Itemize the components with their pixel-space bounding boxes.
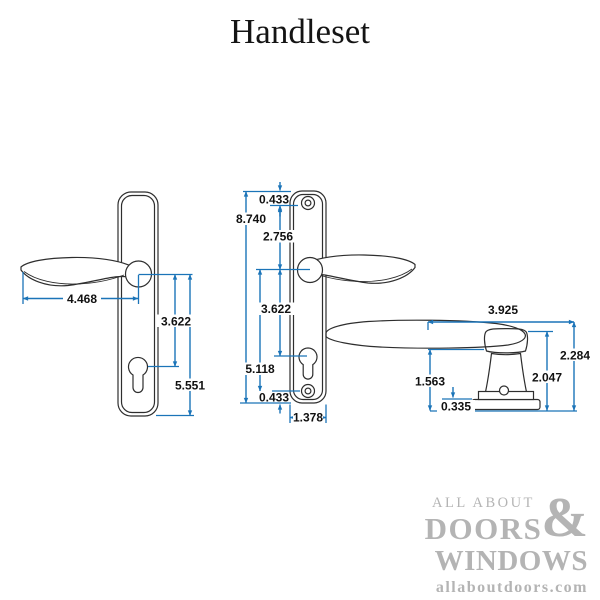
page-title: Handleset bbox=[230, 12, 370, 51]
front-view-top-screw bbox=[300, 195, 316, 211]
dim-side-overall-height: 2.284 bbox=[560, 349, 590, 363]
dim-front-top-to-screw: 0.433 bbox=[259, 193, 289, 207]
dim-left-lever-length: 4.468 bbox=[67, 292, 97, 306]
logo-windows: WINDOWS bbox=[434, 544, 588, 577]
logo-ampersand: & bbox=[541, 487, 588, 549]
side-view-base-lip bbox=[471, 398, 541, 411]
dim-front-screw-to-bottom: 0.433 bbox=[259, 391, 289, 405]
left-view-keyhole bbox=[127, 356, 149, 394]
dim-side-handle-length: 3.925 bbox=[488, 303, 518, 317]
front-view-lever bbox=[296, 254, 416, 284]
dim-side-pedestal-height: 2.047 bbox=[532, 371, 562, 385]
dim-front-total-height: 8.740 bbox=[236, 212, 266, 226]
front-view-backplate bbox=[289, 190, 327, 404]
dim-front-screw-to-pivot: 2.756 bbox=[263, 230, 293, 244]
side-view-set-screw bbox=[498, 385, 510, 396]
front-view-bottom-screw bbox=[300, 383, 316, 399]
logo-doors: DOORS bbox=[424, 510, 543, 546]
dim-left-pivot-to-cylinder: 3.622 bbox=[161, 315, 191, 329]
side-view-handle bbox=[325, 319, 541, 411]
dim-front-plate-width: 1.378 bbox=[293, 411, 323, 425]
dim-left-pivot-to-bottom: 5.551 bbox=[175, 379, 205, 393]
side-view-dimensions: 3.925 2.284 2.047 1.563 0.335 bbox=[411, 303, 594, 414]
front-view-dimensions: 8.740 0.433 2.756 3.622 5.118 0.433 1.37… bbox=[233, 182, 327, 425]
logo-all-about: ALL ABOUT bbox=[432, 495, 535, 511]
left-view-dimensions: 4.468 3.622 5.551 bbox=[22, 272, 209, 417]
company-logo: ALL ABOUT DOORS & WINDOWS allaboutdoors.… bbox=[424, 487, 588, 596]
dim-side-base-lip: 0.335 bbox=[441, 400, 471, 414]
side-view-lever bbox=[325, 319, 526, 349]
dim-front-pivot-to-cylinder: 3.622 bbox=[261, 302, 291, 316]
dim-front-pivot-to-bottom-screw: 5.118 bbox=[245, 362, 275, 376]
dim-side-lever-to-base: 1.563 bbox=[415, 375, 445, 389]
logo-website: allaboutdoors.com bbox=[435, 578, 588, 596]
side-view-stem bbox=[484, 352, 528, 393]
